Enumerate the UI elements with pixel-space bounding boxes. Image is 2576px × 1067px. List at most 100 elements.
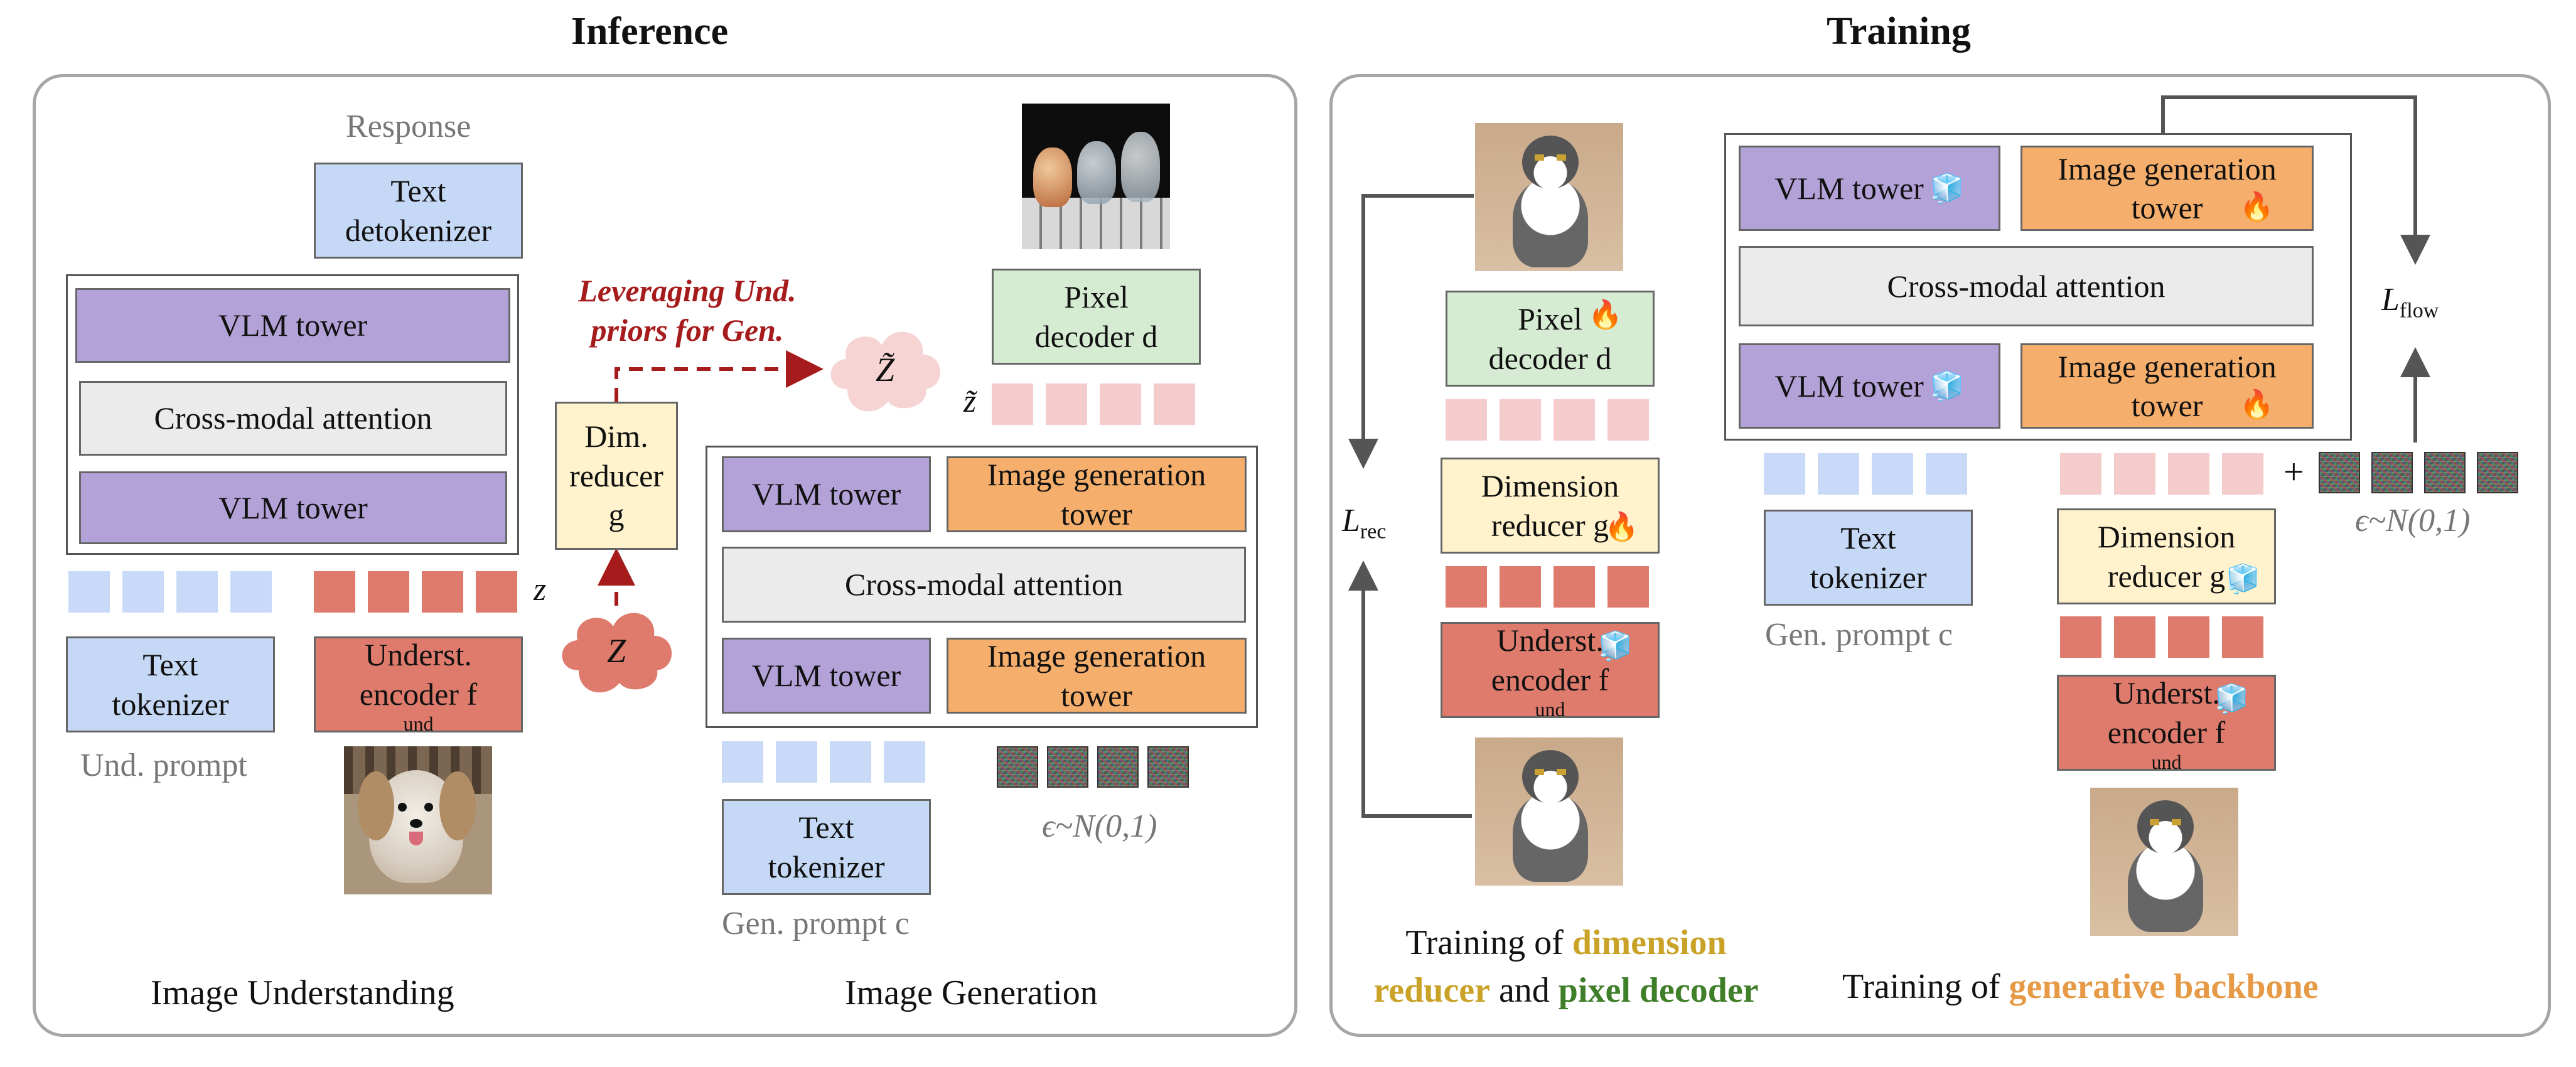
gen-vlm-tower-top: VLM tower (722, 456, 931, 532)
Z-label: Z (606, 632, 626, 670)
train-right-feature-3 (2168, 616, 2209, 658)
train-left-caption: Training of dimension reducer and pixel … (1350, 920, 1783, 1014)
gen-text-tokenizer: Text tokenizer (722, 799, 931, 895)
train-cross-modal-attention: Cross-modal attention (1739, 246, 2314, 326)
train-right-feature-4 (2222, 616, 2263, 658)
Ztilde-cloud: Z̃ (822, 320, 948, 419)
ice-cube-icon: 🧊 (2214, 684, 2249, 714)
response-label: Response (346, 109, 471, 144)
gen-noise-token-4 (1147, 746, 1189, 788)
cat-top-eyes (1535, 154, 1566, 161)
training-title: Training (1827, 10, 1971, 53)
train-right-caption-hl: generative backbone (2009, 967, 2319, 1006)
train-left-latent-1 (1446, 399, 1487, 441)
bears-photo-bear-1 (1033, 147, 1072, 207)
und-text-tokenizer: Text tokenizer (66, 636, 275, 732)
und-encoder-subscript: und (403, 712, 434, 735)
und-image-token-4 (476, 571, 517, 613)
image-generation-caption: Image Generation (845, 973, 1098, 1012)
train-image-generation-tower-top: Image generation tower 🔥 (2021, 146, 2314, 231)
train-text-tokenizer: Text tokenizer (1764, 510, 1973, 606)
und-text-token-4 (230, 571, 272, 613)
inf-epsilon-label: ϵ~N(0,1) (1042, 808, 1157, 844)
bears-photo-bear-3 (1121, 132, 1160, 202)
train-pixel-decoder: Pixel decoder d 🔥 (1446, 291, 1655, 387)
train-right-feature-2 (2114, 616, 2155, 658)
train-noise-token-2 (2371, 452, 2413, 493)
gen-text-token-3 (830, 741, 871, 783)
dog-photo-eye-left (398, 803, 407, 812)
cat-right-head (2137, 800, 2194, 854)
leveraging-label: Leveraging Und. priors for Gen. (578, 273, 797, 348)
fire-icon: 🔥 (2240, 191, 2274, 222)
train-vlm-tower-top: VLM tower 🧊 (1739, 146, 2000, 231)
l-rec-L: L (1342, 503, 1360, 539)
train-right-caption-1: Training of (1842, 967, 2009, 1006)
l-flow-sub: flow (2399, 299, 2439, 323)
train-right-feature-1 (2060, 616, 2101, 658)
train-right-dimension-reducer: Dimension reducer g 🧊 (2057, 508, 2276, 604)
cat-right-body (2128, 844, 2203, 932)
train-vlm-tower-bottom-label: VLM tower (1774, 368, 1924, 404)
train-left-caption-hl2: pixel decoder (1558, 970, 1759, 1010)
gen-noise-token-3 (1097, 746, 1139, 788)
ice-cube-icon: 🧊 (1929, 173, 1965, 204)
train-right-latent-2 (2114, 453, 2155, 495)
gen-noise-token-2 (1047, 746, 1088, 788)
l-flow-L: L (2381, 282, 2400, 318)
train-image-generation-tower-bottom-label: Image generation tower (2058, 348, 2277, 424)
train-left-encoder-subscript: und (1535, 698, 1565, 721)
und-cross-modal-attention: Cross-modal attention (79, 381, 507, 456)
dog-photo-tongue (409, 832, 423, 845)
plus-sign: + (2284, 451, 2304, 492)
train-left-caption-1: Training of (1405, 923, 1572, 962)
cat-bottom-body (1513, 794, 1588, 882)
arrow-image-to-encoder-loop (1348, 560, 1472, 818)
train-noise-token-3 (2424, 452, 2466, 493)
dog-photo-ear-right (439, 771, 476, 840)
dog-photo (344, 746, 492, 894)
train-pixel-decoder-label: Pixel decoder d (1488, 301, 1612, 376)
gen-text-token-4 (884, 741, 925, 783)
cat-top-head (1522, 136, 1579, 189)
fire-icon: 🔥 (1604, 512, 1639, 542)
und-image-token-1 (314, 571, 355, 613)
train-left-feature-1 (1446, 566, 1487, 608)
und-image-token-2 (368, 571, 409, 613)
inf-dim-reducer: Dim. reducer g (555, 402, 678, 550)
und-text-token-1 (68, 571, 110, 613)
train-image-generation-tower-bottom: Image generation tower 🔥 (2021, 343, 2314, 429)
gen-image-generation-tower-top: Image generation tower (947, 456, 1247, 532)
z-label: z (534, 572, 547, 608)
train-right-latent-4 (2222, 453, 2263, 495)
l-flow-label: Lflow (2381, 281, 2439, 323)
cat-photo-bottom (1475, 737, 1623, 886)
Ztilde-cloud-shape (830, 331, 941, 412)
und-prompt-label: Und. prompt (80, 748, 247, 783)
und-vlm-tower-top: VLM tower (75, 288, 510, 363)
gen-noise-token-1 (997, 746, 1038, 788)
gen-prompt-label: Gen. prompt c (722, 906, 910, 941)
train-text-token-1 (1764, 453, 1805, 495)
und-text-token-3 (176, 571, 218, 613)
train-text-token-4 (1926, 453, 1967, 495)
inf-dim-reducer-label: Dim. reducer g (569, 419, 663, 533)
train-text-token-3 (1872, 453, 1913, 495)
inference-panel (33, 74, 1297, 1037)
dog-photo-eye-right (424, 803, 433, 812)
train-right-caption: Training of generative backbone (1842, 967, 2319, 1007)
und-vlm-tower-bottom: VLM tower (79, 471, 507, 544)
fire-icon: 🔥 (1588, 299, 1623, 330)
text-detokenizer: Text detokenizer (314, 163, 523, 259)
dog-photo-ear-left (358, 771, 394, 840)
inf-latent-token-3 (1100, 383, 1141, 425)
cat-right-eyes (2150, 819, 2181, 825)
train-left-feature-2 (1500, 566, 1541, 608)
ice-cube-icon: 🧊 (1929, 370, 1965, 402)
inf-latent-token-4 (1154, 383, 1195, 425)
train-image-generation-tower-top-label: Image generation tower (2058, 151, 2277, 226)
gen-cross-modal-attention: Cross-modal attention (722, 547, 1246, 623)
train-dimension-reducer: Dimension reducer g 🔥 (1441, 458, 1660, 554)
train-gen-prompt-label: Gen. prompt c (1765, 617, 1953, 653)
und-image-token-3 (422, 571, 463, 613)
